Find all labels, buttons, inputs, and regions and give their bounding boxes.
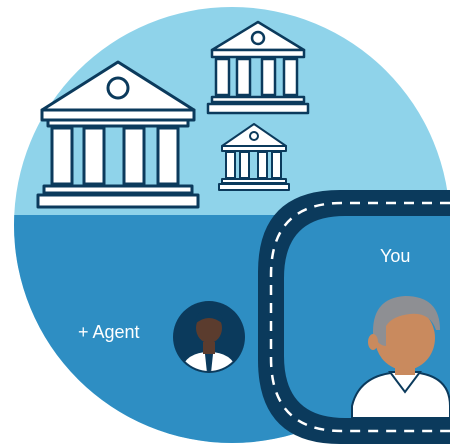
bank-building-icon-large [36, 60, 200, 209]
agent-label: + Agent [78, 322, 140, 342]
user-avatar-icon [351, 296, 450, 419]
you-label: You [380, 246, 410, 266]
bank-building-icon-small [218, 123, 290, 191]
agent-avatar-icon [173, 301, 245, 373]
bank-building-icon-medium [206, 20, 310, 115]
